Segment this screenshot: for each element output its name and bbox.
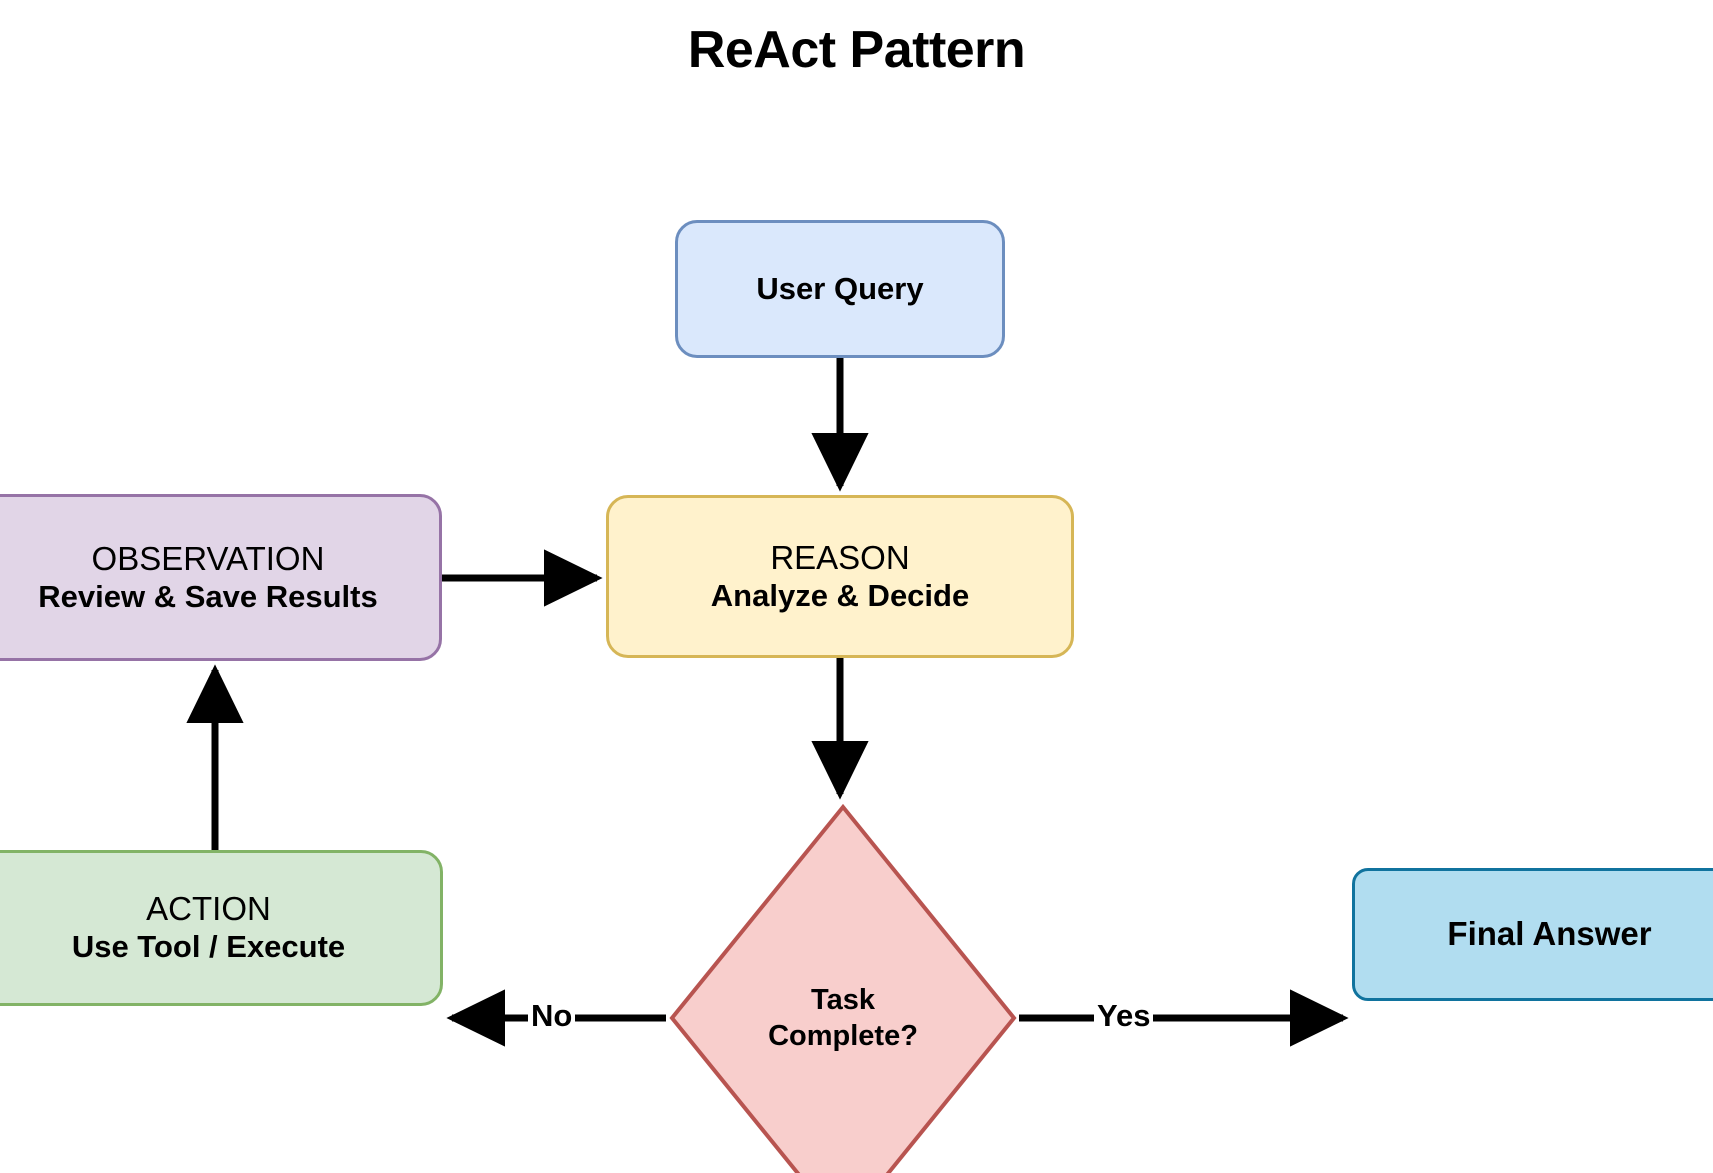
node-decision-line1: Task xyxy=(811,983,875,1016)
node-final-answer[interactable]: Final Answer xyxy=(1352,868,1713,1001)
node-decision-line2: Complete? xyxy=(768,1020,918,1052)
node-reason[interactable]: REASON Analyze & Decide xyxy=(606,495,1074,658)
node-reason-subtitle: Analyze & Decide xyxy=(710,577,970,613)
edge-label-no: No xyxy=(528,1000,576,1031)
node-observation[interactable]: OBSERVATION Review & Save Results xyxy=(0,494,442,661)
node-observation-title: OBSERVATION xyxy=(91,539,325,577)
node-action[interactable]: ACTION Use Tool / Execute xyxy=(0,850,443,1006)
node-observation-subtitle: Review & Save Results xyxy=(38,578,378,614)
node-final-answer-label: Final Answer xyxy=(1447,915,1652,953)
edge-label-yes: Yes xyxy=(1094,1000,1154,1031)
page-title: ReAct Pattern xyxy=(687,21,1026,79)
node-action-subtitle: Use Tool / Execute xyxy=(71,929,346,965)
node-user-query-label: User Query xyxy=(756,270,924,306)
decision-diamond-shape xyxy=(669,803,1017,1173)
node-user-query[interactable]: User Query xyxy=(675,220,1005,358)
node-reason-title: REASON xyxy=(770,538,910,576)
node-action-title: ACTION xyxy=(146,890,271,928)
node-decision-task-complete[interactable]: Task Complete? xyxy=(668,803,1018,1173)
